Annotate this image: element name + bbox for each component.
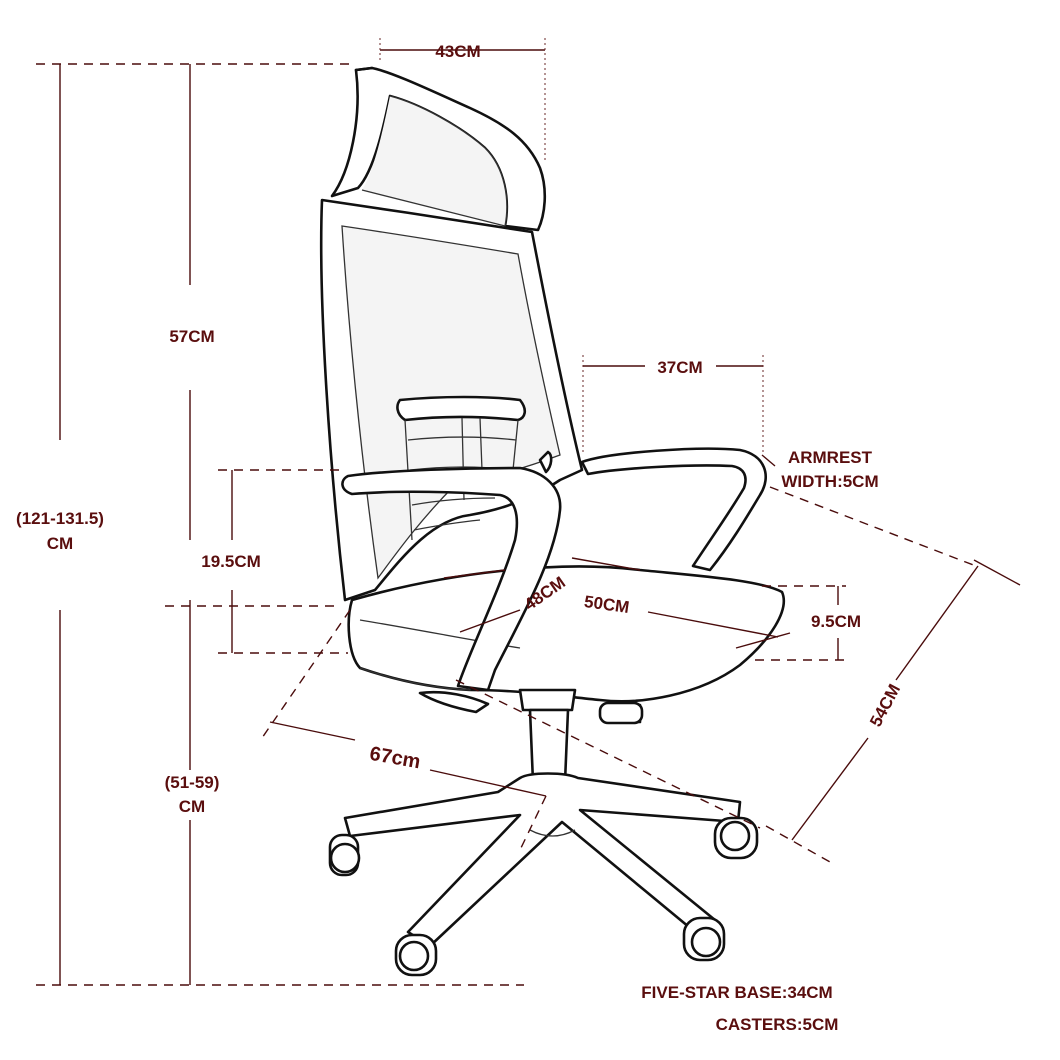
label-headrest-width: 43CM (435, 42, 480, 61)
label-cushion-thickness: 9.5CM (811, 612, 861, 631)
label-total-height-unit: CM (47, 534, 73, 553)
label-backrest-height: 57CM (169, 327, 214, 346)
label-total-height-range: (121-131.5) (16, 509, 104, 528)
label-seat-height-unit: CM (179, 797, 205, 816)
headrest (330, 66, 547, 232)
label-seat-height-range: (51-59) (165, 773, 220, 792)
right-armrest (580, 447, 767, 572)
caster-left (328, 833, 361, 877)
note-casters: CASTERS:5CM (716, 1015, 839, 1034)
dimension-lines (36, 38, 1021, 986)
caster-right (713, 816, 759, 860)
label-armrest-height: 19.5CM (201, 552, 261, 571)
label-chair-depth: 54CM (866, 681, 904, 730)
label-armrest-width-title: ARMREST (788, 448, 873, 467)
label-base-span: 67cm (368, 743, 422, 774)
seat (347, 565, 785, 703)
chair-drawing (319, 66, 785, 977)
five-star-base (343, 772, 742, 948)
left-armrest (341, 450, 562, 692)
casters (328, 701, 759, 977)
label-seat-span: 37CM (657, 358, 702, 377)
caster-back (598, 701, 644, 725)
caster-front-right (682, 916, 726, 962)
label-armrest-width-value: WIDTH:5CM (781, 472, 878, 491)
note-five-star-base: FIVE-STAR BASE:34CM (641, 983, 832, 1002)
caster-front-left (394, 933, 438, 977)
